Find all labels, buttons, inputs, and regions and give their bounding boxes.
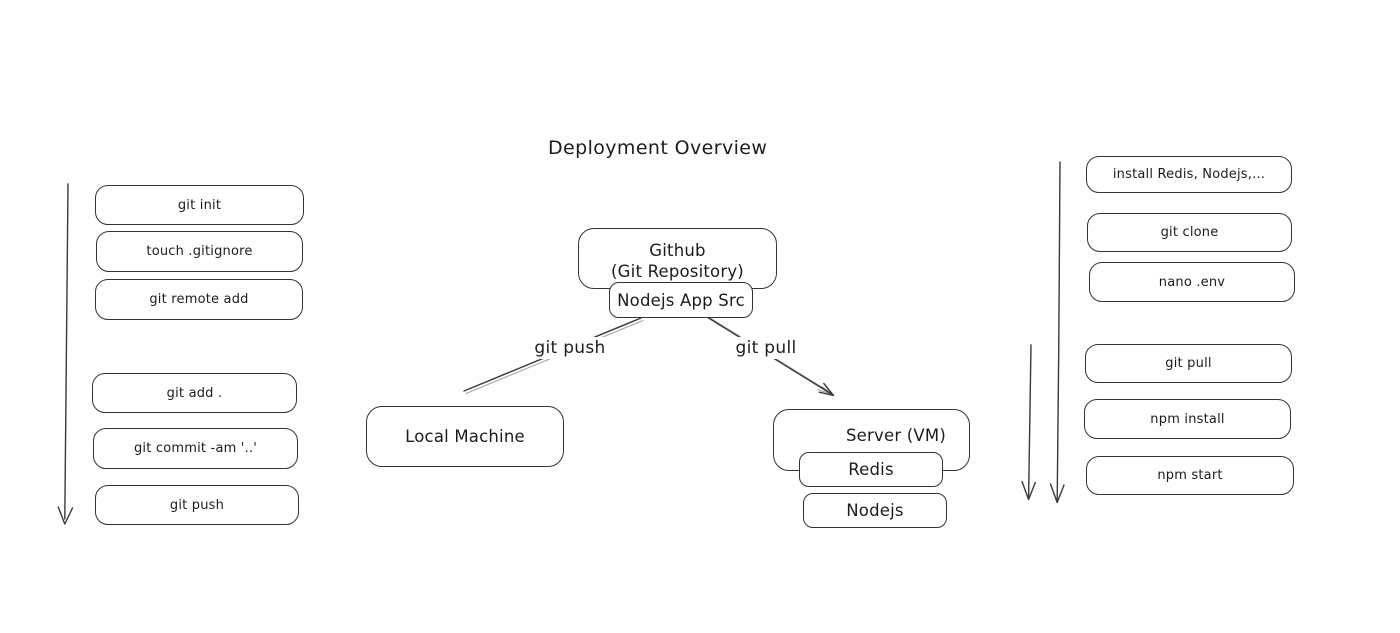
server-flow-arrow-short	[1021, 344, 1036, 501]
box-git-push: git push	[95, 485, 299, 525]
nodejs-app-src-label: Nodejs App Src	[617, 290, 745, 310]
left-flow-arrow	[57, 183, 74, 525]
step-label-git-commit: git commit -am '..'	[133, 441, 258, 456]
box-npm-start: npm start	[1086, 456, 1294, 495]
box-git-clone: git clone	[1087, 213, 1292, 252]
server-flow-arrow-long	[1049, 161, 1065, 504]
step-label-git-clone: git clone	[1160, 225, 1219, 240]
box-git-init: git init	[95, 185, 304, 225]
redis-label: Redis	[848, 460, 894, 479]
box-git-add: git add .	[92, 373, 297, 413]
step-label-git-init: git init	[177, 197, 222, 213]
box-git-pull: git pull	[1085, 344, 1292, 383]
node-redis: Redis	[799, 452, 943, 487]
step-label-nano-env: nano .env	[1158, 274, 1226, 290]
step-label-git-pull: git pull	[1165, 356, 1212, 371]
box-npm-install: npm install	[1084, 399, 1291, 439]
node-nodejs-app-src: Nodejs App Src	[609, 282, 753, 318]
step-label-git-remote-add: git remote add	[149, 292, 249, 307]
box-touch-gitignore: touch .gitignore	[96, 231, 303, 272]
node-github: Github (Git Repository)	[578, 228, 777, 289]
node-nodejs: Nodejs	[803, 493, 947, 528]
box-install-redis-nodejs: install Redis, Nodejs,...	[1086, 156, 1292, 193]
step-label-touch-gitignore: touch .gitignore	[146, 244, 253, 259]
github-label-line1: Github	[649, 241, 706, 261]
box-nano-env: nano .env	[1089, 262, 1295, 302]
step-label-install-redis-nodejs: install Redis, Nodejs,...	[1112, 167, 1266, 182]
box-git-remote-add: git remote add	[95, 279, 303, 320]
step-label-npm-start: npm start	[1157, 468, 1223, 483]
step-label-git-add: git add .	[166, 385, 223, 401]
nodejs-label: Nodejs	[846, 501, 904, 520]
diagram-title: Deployment Overview	[548, 137, 768, 159]
git-pull-arrow-label: git pull	[729, 337, 803, 359]
server-vm-label: Server (VM)	[846, 426, 946, 445]
step-label-npm-install: npm install	[1150, 411, 1225, 427]
local-machine-label: Local Machine	[405, 427, 525, 446]
box-git-commit: git commit -am '..'	[93, 428, 298, 469]
node-local-machine: Local Machine	[366, 406, 564, 467]
github-label-line2: (Git Repository)	[611, 262, 744, 281]
step-label-git-push: git push	[169, 497, 225, 513]
git-push-arrow-label: git push	[529, 337, 611, 359]
